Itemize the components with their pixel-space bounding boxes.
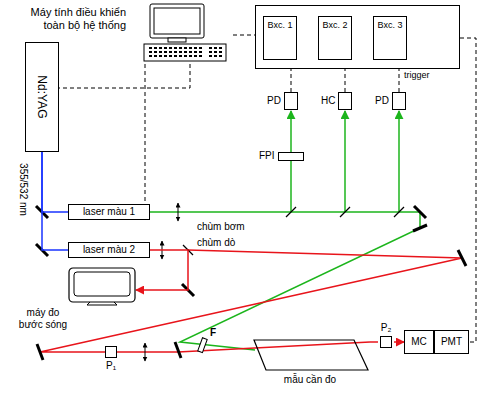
sample-cell	[250, 338, 370, 372]
optic-mark	[105, 346, 117, 358]
node-text: laser màu 2	[83, 244, 135, 256]
monochromator: MC	[404, 330, 434, 354]
node-text: Bxc. 1	[267, 20, 292, 30]
photomultiplier: PMT	[434, 330, 469, 354]
optic-mark	[284, 92, 298, 110]
photodiode: PD	[267, 92, 298, 110]
wavemeter: máy đo bước sóng	[15, 266, 140, 330]
dye-laser: laser màu 1	[68, 204, 150, 220]
connector	[370, 341, 378, 343]
node-text: máy đo bước sóng	[19, 307, 67, 330]
counter-channel: Bxc. 2	[318, 16, 352, 60]
node-text: PD	[375, 95, 389, 107]
polarizer: P₁	[100, 346, 122, 374]
connector	[42, 152, 68, 212]
node-text: laser màu 1	[83, 206, 135, 218]
dye-laser: laser màu 2	[68, 242, 150, 258]
connector	[394, 341, 404, 343]
node-text: PMT	[441, 336, 462, 348]
polarizer: P₂	[378, 322, 394, 350]
filter-label: F	[209, 327, 217, 338]
connector	[145, 64, 146, 204]
node-text: HC	[321, 95, 335, 107]
node-text: FPI	[259, 150, 275, 162]
counter-channel: Bxc. 3	[373, 16, 407, 60]
optic-mark	[338, 92, 352, 110]
wavelength-label: 355/532 nm	[18, 159, 29, 221]
monitor-icon	[15, 266, 140, 306]
sample: mẫu cần đo	[250, 338, 370, 390]
node-text: Nd:YAG	[35, 75, 49, 118]
node-text: Máy tính điều khiển toàn bộ hệ thống	[31, 6, 126, 31]
nd-yag-laser: Nd:YAG	[25, 42, 59, 152]
node-text: mẫu cần đo	[284, 374, 336, 385]
node-text: P₁	[106, 360, 116, 371]
optic-mark	[380, 336, 392, 348]
optic-mark	[278, 152, 304, 161]
node-text: P₂	[381, 322, 392, 333]
edge-label: trigger	[403, 70, 431, 80]
counter-channel: Bxc. 1	[263, 16, 297, 60]
optic-mark	[392, 92, 406, 110]
connector	[233, 35, 255, 36]
connector	[460, 38, 476, 342]
beam-label: chùm bơm	[196, 221, 246, 232]
node-text: PD	[267, 95, 281, 107]
photodiode: PD	[375, 92, 406, 110]
node-text: MC	[411, 336, 427, 348]
node-text: Bxc. 2	[322, 20, 347, 30]
counter-box: Bxc. 1 Bxc. 2 Bxc. 3	[255, 5, 460, 69]
detector: HC	[321, 92, 352, 110]
connector	[59, 64, 190, 88]
beam-label: chùm dò	[196, 237, 236, 248]
fabry-perot: FPI	[259, 150, 304, 162]
node-text: Bxc. 3	[377, 20, 402, 30]
connector	[42, 152, 68, 250]
